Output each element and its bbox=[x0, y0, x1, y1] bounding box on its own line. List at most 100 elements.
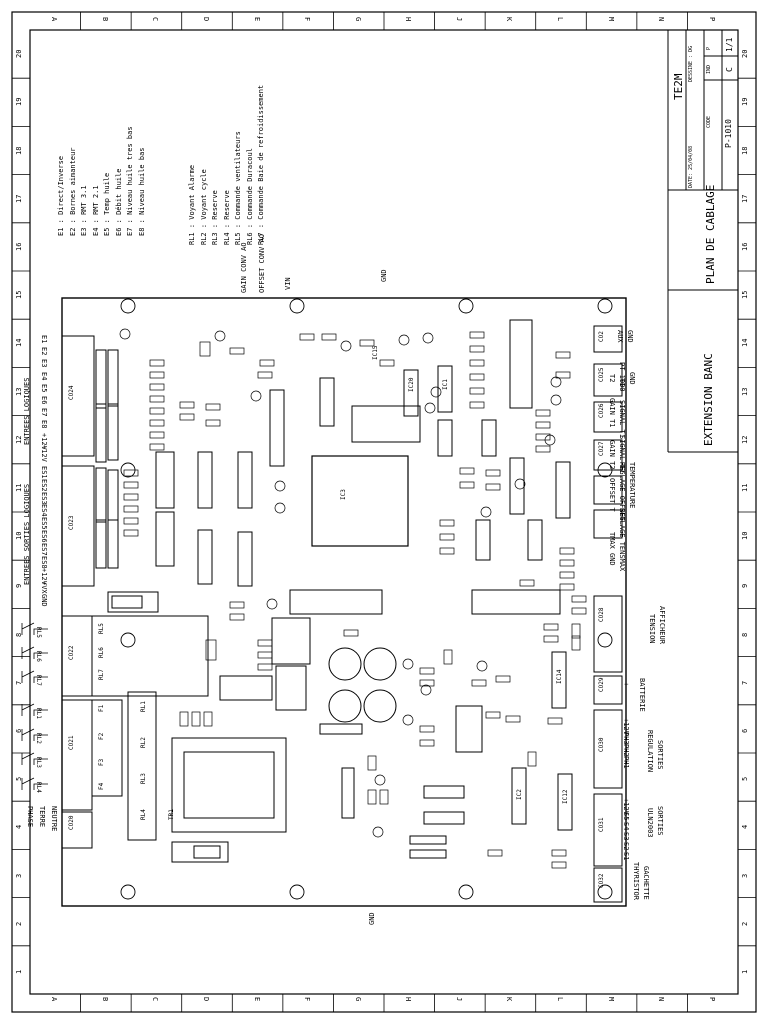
left-input-pin-label: E5 bbox=[40, 383, 48, 393]
board-ref-label: F3 bbox=[98, 758, 105, 766]
board-ref-label: IC14 bbox=[556, 669, 563, 684]
passive-component bbox=[367, 789, 377, 805]
passive-component bbox=[149, 371, 165, 379]
grid-row-label-left: 8 bbox=[15, 632, 23, 637]
board-ref-label: CO29 bbox=[598, 677, 605, 692]
passive-component bbox=[149, 359, 165, 367]
capacitor bbox=[340, 340, 352, 352]
capacitor bbox=[514, 478, 526, 490]
left-relay-label: RL5 bbox=[35, 627, 42, 638]
passive-component bbox=[179, 413, 195, 421]
grid-col-label-bottom: C bbox=[151, 997, 160, 1002]
board-ref-label: IC15 bbox=[372, 345, 379, 360]
right-thyristor-label: THYRISTOR bbox=[632, 862, 640, 900]
passive-component bbox=[419, 725, 435, 733]
passive-component bbox=[123, 469, 139, 477]
capacitor bbox=[266, 598, 278, 610]
capacitor bbox=[274, 502, 286, 514]
relay-contact-symbol bbox=[21, 646, 48, 659]
passive-component bbox=[471, 679, 487, 687]
legend-relay-item: RL3 : Reserve bbox=[211, 190, 219, 245]
grid-row-label-left: 6 bbox=[15, 728, 23, 733]
board-ref-label: IC20 bbox=[408, 377, 415, 392]
grid-row-label-right: 16 bbox=[741, 242, 749, 251]
passive-component bbox=[149, 395, 165, 403]
capacitor bbox=[420, 684, 432, 696]
left-io-pin-label: ES3 bbox=[40, 491, 48, 505]
legend-input-item: E3 : RMT 3.1 bbox=[80, 185, 88, 236]
passive-component bbox=[439, 547, 455, 555]
right-sorties-uln-label: S5 bbox=[622, 812, 630, 821]
passive-component bbox=[485, 469, 501, 477]
left-relay-label: RL4 bbox=[35, 782, 42, 793]
right-sorties-uln-label: S4 bbox=[622, 822, 630, 831]
passive-component bbox=[179, 711, 189, 727]
right-sorties-regulation-label: PH1 bbox=[622, 756, 630, 769]
passive-component bbox=[555, 351, 571, 359]
passive-component bbox=[571, 623, 581, 639]
mounting-hole bbox=[120, 298, 136, 314]
passive-component bbox=[199, 341, 211, 357]
grid-row-label-right: 18 bbox=[741, 146, 749, 155]
grid-col-label-top: M bbox=[606, 17, 615, 22]
board-ref-label: CO30 bbox=[598, 737, 605, 752]
passive-component bbox=[439, 533, 455, 541]
grid-row-label-left: 9 bbox=[15, 584, 23, 589]
passive-component bbox=[485, 711, 501, 719]
grid-row-label-left: 11 bbox=[15, 483, 23, 492]
passive-component bbox=[469, 345, 485, 353]
grid-col-label-bottom: P bbox=[707, 997, 716, 1002]
capacitor bbox=[402, 714, 414, 726]
board-ref-label: RL3 bbox=[140, 773, 147, 784]
passive-component bbox=[551, 861, 567, 869]
left-relay-label: RL3 bbox=[35, 757, 42, 768]
passive-component bbox=[205, 403, 221, 411]
grid-row-label-right: 2 bbox=[741, 921, 749, 926]
legend-input-item: E8 : Niveau huile bas bbox=[137, 147, 146, 236]
passive-component bbox=[379, 789, 389, 805]
grid-col-label-top: P bbox=[707, 17, 716, 22]
passive-component bbox=[205, 639, 217, 661]
board-ref-label: IC2 bbox=[516, 789, 523, 800]
capacitor bbox=[372, 826, 384, 838]
grid-col-label-top: K bbox=[505, 17, 514, 22]
grid-col-label-top: L bbox=[556, 17, 564, 22]
top-signal-label: OFFSET CONV AO bbox=[258, 233, 266, 293]
passive-component bbox=[229, 613, 245, 621]
right-sorties-regulation-label: SORTIES bbox=[656, 740, 664, 770]
grid-row-label-left: 20 bbox=[15, 49, 23, 59]
title-main: PLAN DE CABLAGE bbox=[704, 184, 717, 284]
mounting-hole bbox=[597, 632, 613, 648]
left-io-pin-label: +VX bbox=[40, 581, 48, 594]
grid-row-label-right: 9 bbox=[741, 584, 749, 589]
passive-component bbox=[487, 849, 503, 857]
right-pt1000-gnd-label: GND bbox=[628, 372, 636, 385]
grid-row-label-right: 6 bbox=[741, 728, 749, 733]
passive-component bbox=[459, 481, 475, 489]
grid-col-label-bottom: J bbox=[454, 997, 463, 1002]
left-input-pin-label: E3 bbox=[40, 359, 48, 368]
board-ref-label: CO24 bbox=[68, 385, 75, 400]
grid-row-label-right: 19 bbox=[741, 97, 749, 107]
grid-row-label-left: 14 bbox=[15, 338, 23, 348]
passive-component bbox=[321, 333, 337, 341]
left-input-pin-label: +12V bbox=[40, 444, 48, 462]
grid-row-label-left: 16 bbox=[15, 242, 23, 251]
right-gain-t2-label: GAIN T2 bbox=[608, 440, 616, 470]
passive-component bbox=[495, 675, 511, 683]
grid-col-label-bottom: G bbox=[353, 997, 362, 1002]
grid-row-label-right: 5 bbox=[741, 776, 749, 782]
grid-row-label-right: 17 bbox=[741, 194, 749, 203]
capacitor bbox=[550, 376, 562, 388]
left-input-pin-label: E8 bbox=[40, 420, 48, 429]
left-relay-label: RL7 bbox=[35, 675, 42, 686]
legend-input-item: E7 : Niveau huile tres bas bbox=[126, 126, 134, 236]
grid-col-label-bottom: E bbox=[252, 997, 261, 1002]
mounting-hole bbox=[458, 298, 474, 314]
right-pt1000-t2-label: T2 bbox=[608, 374, 616, 383]
grid-row-label-right: 14 bbox=[741, 338, 749, 348]
board-ref-label: CO27 bbox=[598, 441, 605, 456]
passive-component bbox=[559, 583, 575, 591]
passive-component bbox=[571, 595, 587, 603]
passive-component bbox=[559, 547, 575, 555]
